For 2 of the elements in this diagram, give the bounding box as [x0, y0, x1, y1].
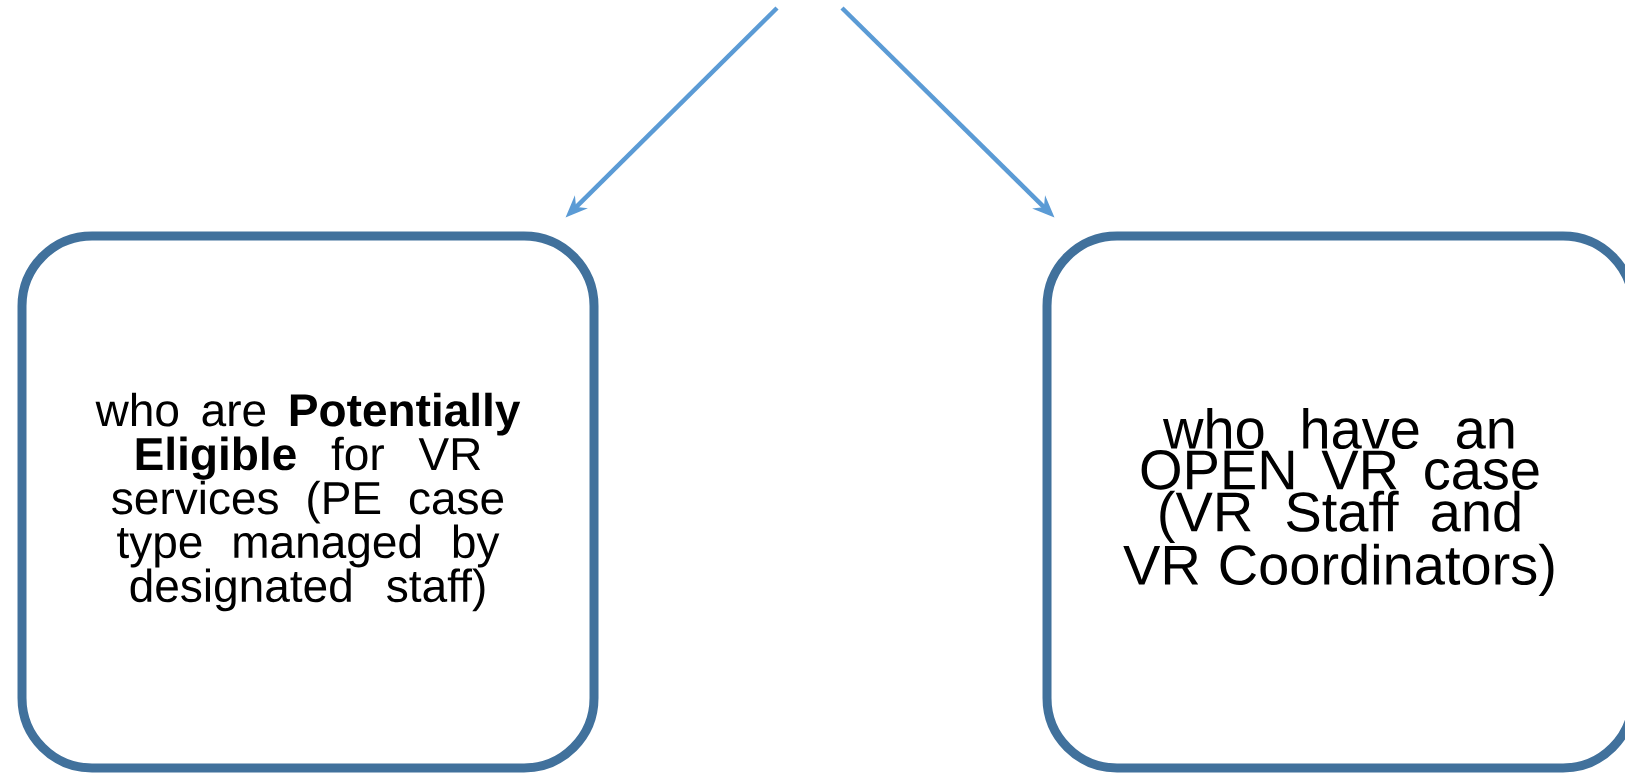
rounded-box: who have an OPEN VR case (VR Staff and VR Coordinators) [1042, 231, 1625, 773]
rounded-box: who are Potentially Eligible for VR services (PE case type managed by designated staff) [17, 231, 599, 773]
